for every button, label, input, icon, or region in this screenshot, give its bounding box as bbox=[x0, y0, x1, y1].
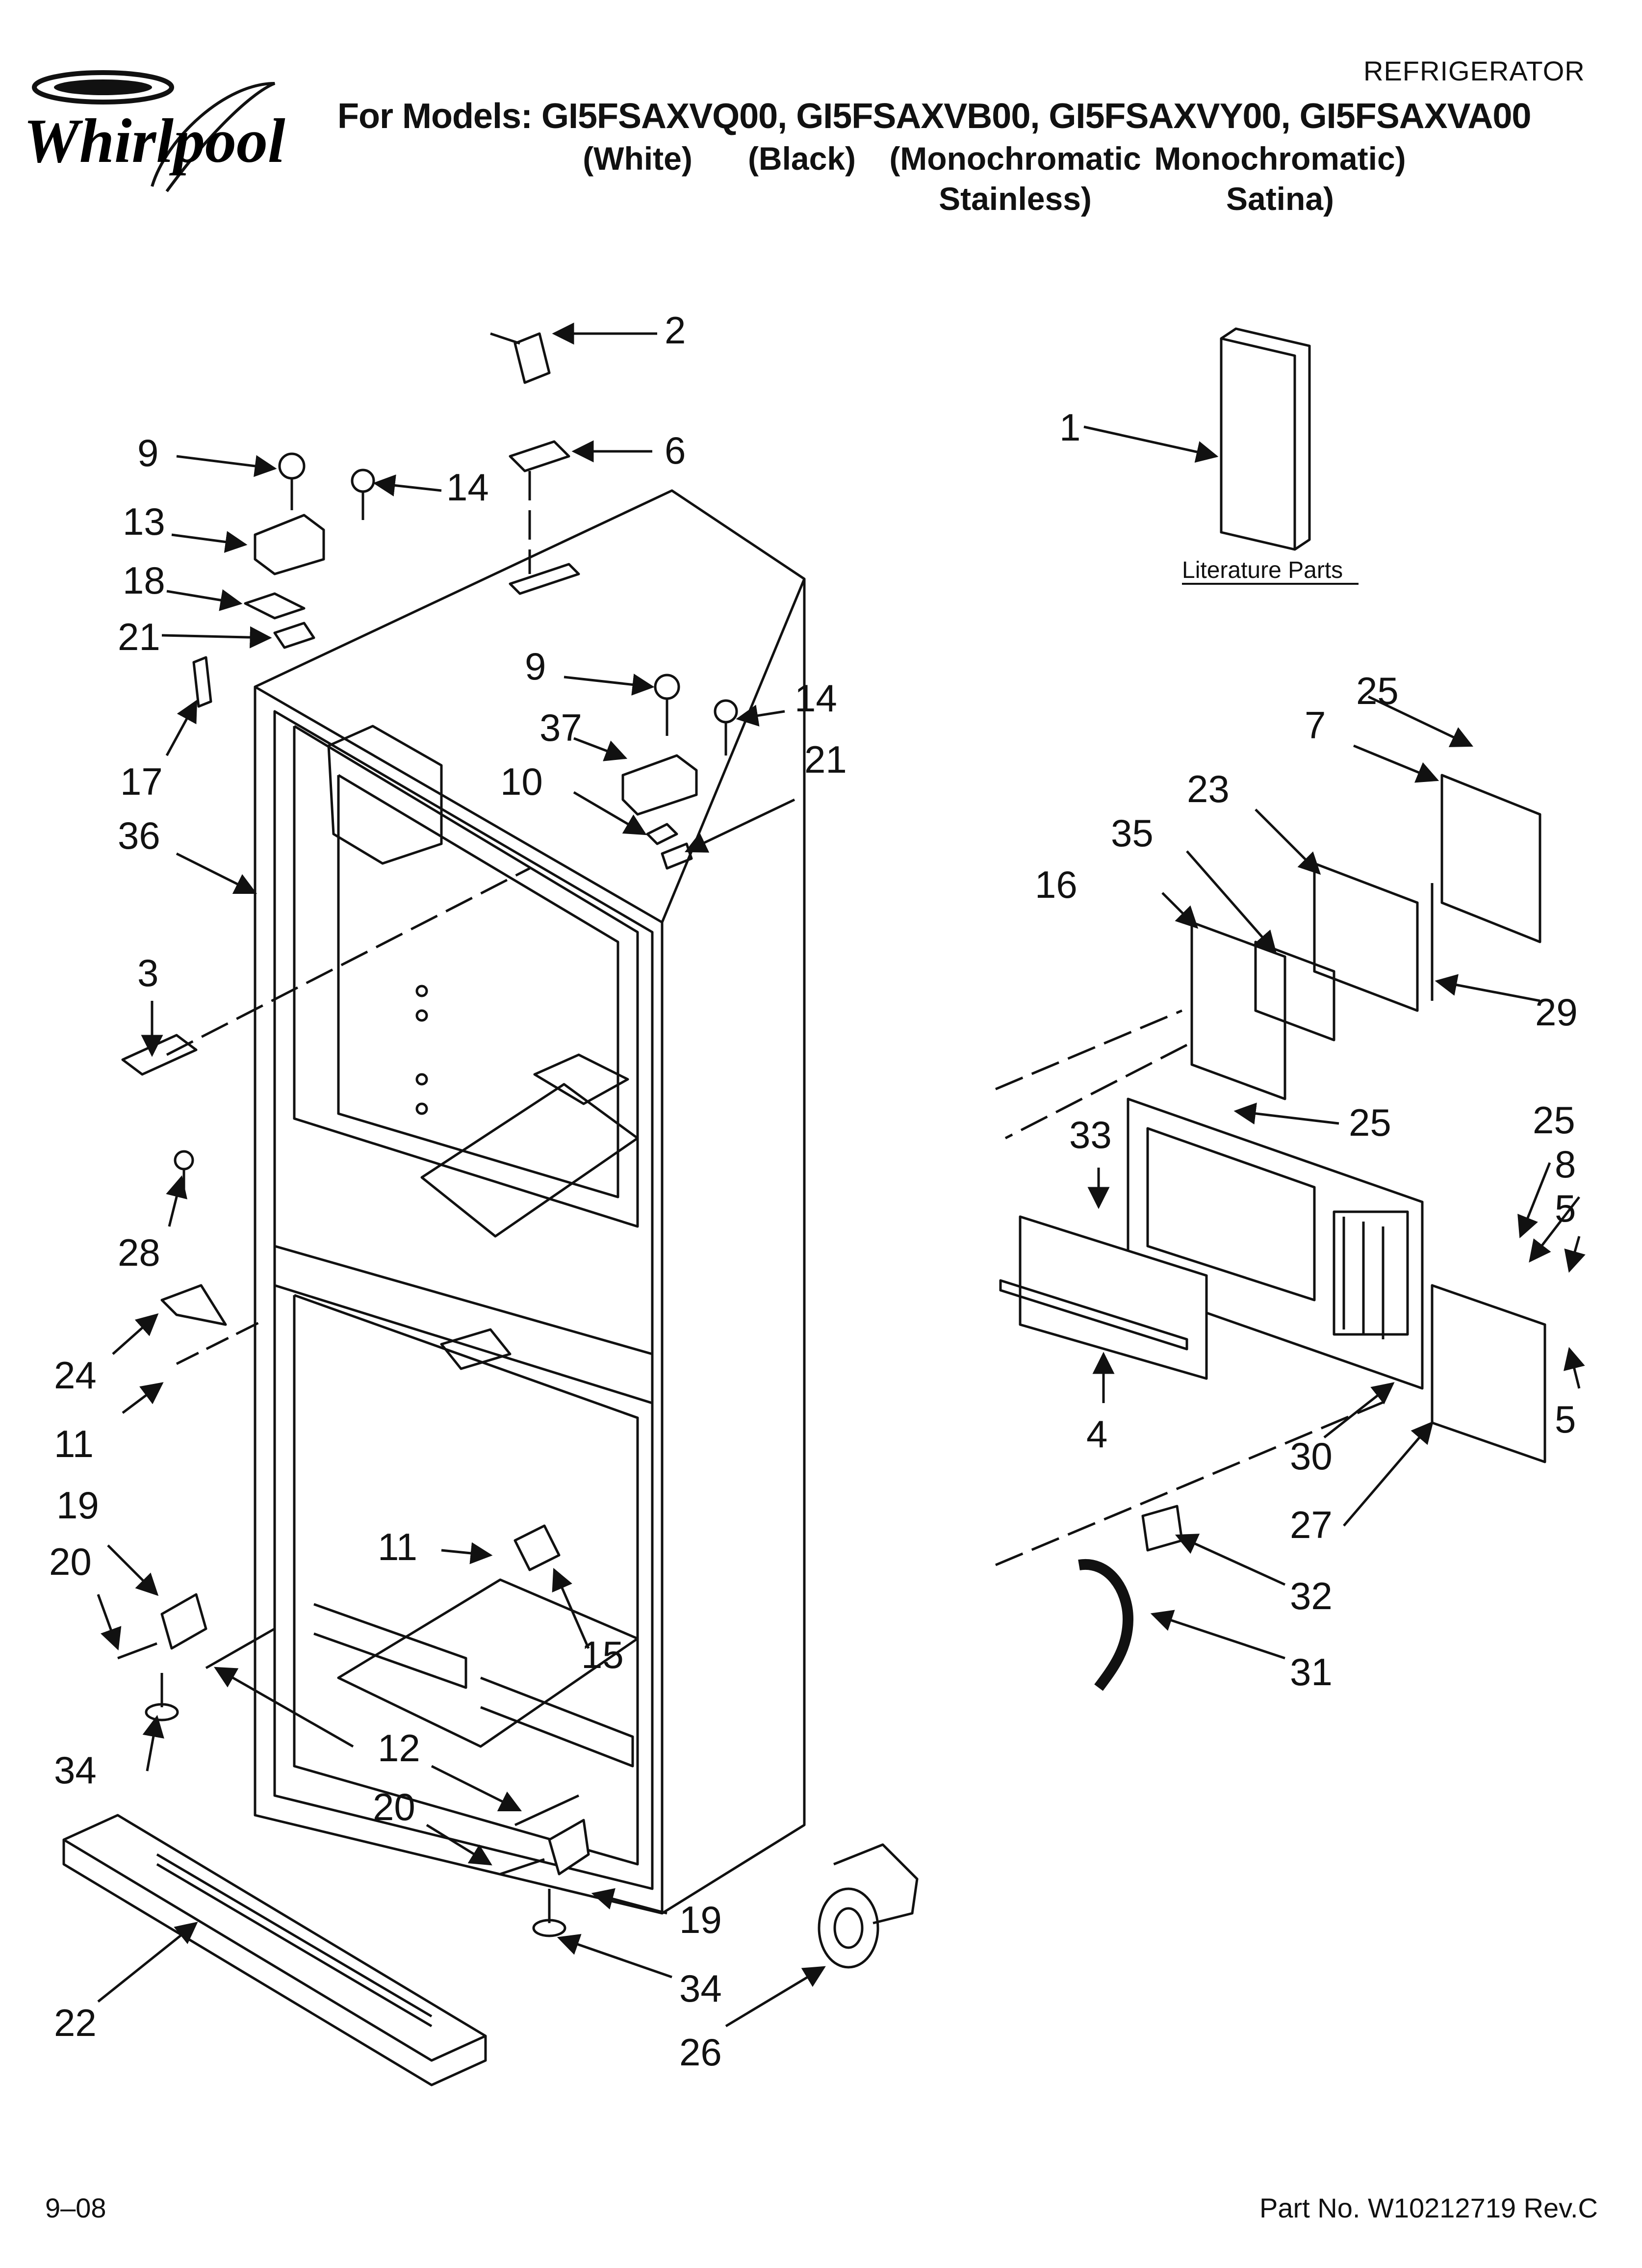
lower-hinge-right bbox=[500, 1794, 590, 1937]
callout-16: 16 bbox=[1035, 863, 1078, 906]
callout-5b: 5 bbox=[1555, 1398, 1576, 1441]
rear-access-cover bbox=[999, 1097, 1546, 1463]
lower-hinge-left bbox=[117, 1593, 276, 1721]
callout-28: 28 bbox=[118, 1231, 160, 1274]
callout-27: 27 bbox=[1290, 1503, 1333, 1546]
callout-20a: 20 bbox=[49, 1540, 92, 1583]
callout-7: 7 bbox=[1305, 704, 1326, 747]
callout-19b: 19 bbox=[679, 1898, 722, 1941]
callout-15: 15 bbox=[581, 1633, 624, 1676]
refrigerator-cabinet bbox=[254, 489, 806, 1915]
callout-33: 33 bbox=[1069, 1113, 1112, 1156]
callout-36: 36 bbox=[118, 814, 160, 857]
variant-mono-satina: Monochromatic)Satina) bbox=[1154, 140, 1406, 217]
callout-2: 2 bbox=[665, 309, 686, 352]
callout-34b: 34 bbox=[679, 1967, 722, 2010]
callout-9b: 9 bbox=[525, 645, 546, 688]
callout-24: 24 bbox=[54, 1354, 97, 1397]
callout-14b: 14 bbox=[795, 677, 837, 720]
callout-32: 32 bbox=[1290, 1574, 1333, 1617]
revision-date: 9–08 bbox=[45, 2192, 106, 2223]
water-valve-assembly bbox=[490, 332, 570, 574]
callout-23: 23 bbox=[1187, 767, 1230, 810]
category-label: REFRIGERATOR bbox=[1363, 55, 1585, 86]
callout-13: 13 bbox=[123, 500, 165, 543]
callout-25a: 25 bbox=[1356, 669, 1399, 712]
callout-25c: 25 bbox=[1533, 1098, 1575, 1142]
drain-tube bbox=[1078, 1505, 1183, 1691]
callout-12: 12 bbox=[378, 1726, 420, 1770]
callout-1: 1 bbox=[1059, 406, 1080, 449]
center-top-hinge bbox=[621, 674, 738, 870]
callout-17: 17 bbox=[120, 760, 163, 803]
callout-35: 35 bbox=[1111, 811, 1154, 855]
callout-29: 29 bbox=[1535, 991, 1578, 1034]
callout-18: 18 bbox=[123, 559, 165, 602]
toe-grille bbox=[62, 1814, 487, 2086]
callout-34a: 34 bbox=[54, 1748, 97, 1792]
callout-10: 10 bbox=[500, 760, 543, 803]
callout-3: 3 bbox=[137, 951, 158, 994]
callout-5a: 5 bbox=[1555, 1187, 1576, 1230]
callout-11b: 11 bbox=[378, 1525, 417, 1568]
callout-26: 26 bbox=[679, 2031, 722, 2074]
models-line: For Models: GI5FSAXVQ00, GI5FSAXVB00, GI… bbox=[337, 97, 1531, 136]
part-number: Part No. W10212719 Rev.C bbox=[1259, 2192, 1598, 2223]
callout-4: 4 bbox=[1086, 1412, 1107, 1456]
brand-wordmark: Whirlpool bbox=[24, 106, 285, 176]
callout-22: 22 bbox=[54, 2001, 97, 2044]
literature-booklet bbox=[1220, 327, 1311, 551]
literature-label: Literature Parts bbox=[1182, 557, 1343, 583]
callout-21a: 21 bbox=[118, 615, 160, 658]
callout-14a: 14 bbox=[446, 466, 489, 509]
callout-11a: 11 bbox=[54, 1422, 94, 1465]
whirlpool-swirl-icon: Whirlpool bbox=[24, 70, 285, 192]
whirlpool-logo: Whirlpool bbox=[20, 64, 324, 201]
callout-19a: 19 bbox=[56, 1484, 99, 1527]
variant-white: (White) bbox=[583, 140, 693, 177]
callout-9a: 9 bbox=[137, 431, 158, 474]
callout-37: 37 bbox=[539, 706, 582, 749]
callout-8: 8 bbox=[1555, 1143, 1576, 1186]
left-top-hinge bbox=[192, 452, 375, 708]
callout-6: 6 bbox=[665, 429, 686, 472]
callout-21b: 21 bbox=[804, 738, 847, 781]
control-housing bbox=[1004, 774, 1541, 1140]
callout-25b: 25 bbox=[1349, 1101, 1391, 1144]
callout-31: 31 bbox=[1290, 1650, 1333, 1694]
callout-30: 30 bbox=[1290, 1434, 1333, 1478]
rear-roller bbox=[818, 1843, 919, 1969]
callout-20b: 20 bbox=[373, 1785, 415, 1828]
variant-black: (Black) bbox=[747, 140, 856, 177]
